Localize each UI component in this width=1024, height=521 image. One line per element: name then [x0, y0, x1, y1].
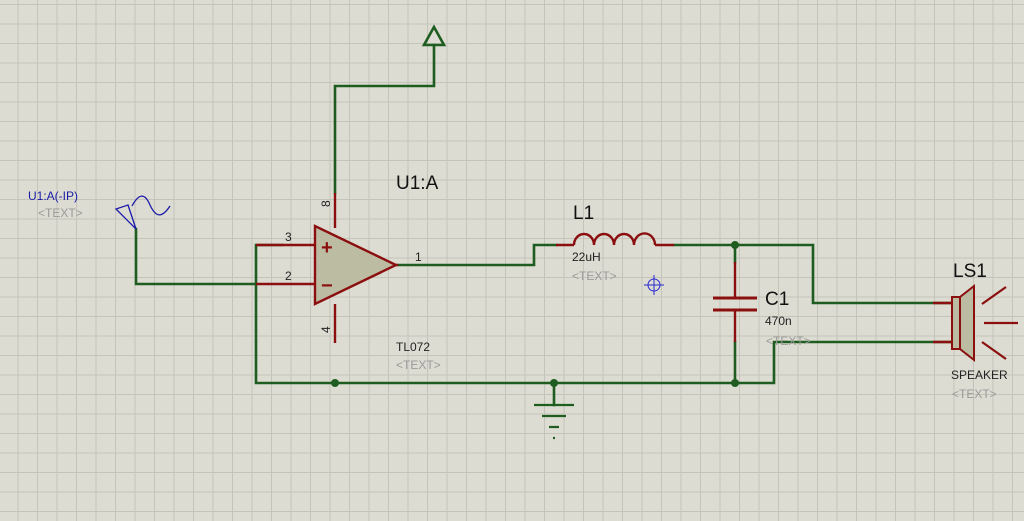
- pin-number-4: 4: [319, 326, 333, 333]
- junction-dot: [331, 379, 339, 387]
- opamp-plus-sign: +: [321, 237, 333, 259]
- wires: [134, 43, 954, 407]
- wire-output-to-inductor[interactable]: [396, 243, 558, 267]
- generator-name: U1:A(-IP): [28, 189, 78, 203]
- junction-dot: [731, 379, 739, 387]
- pin-number-2: 2: [285, 269, 292, 283]
- pin-number-1: 1: [415, 250, 422, 264]
- sound-wave-icon: [981, 286, 1018, 360]
- wire-inductor-to-speaker[interactable]: [672, 243, 954, 305]
- wire-supply-rail[interactable]: [333, 43, 436, 195]
- inductor-coil: [572, 232, 657, 246]
- sine-source-icon: [114, 195, 171, 230]
- speaker-placeholder: <TEXT>: [952, 387, 997, 401]
- wire-generator-to-pin2[interactable]: [134, 227, 258, 286]
- pin-number-3: 3: [285, 230, 292, 244]
- speaker-magnet: [951, 296, 961, 350]
- opamp-value: TL072: [396, 340, 430, 354]
- speaker-cone: [959, 283, 975, 363]
- opamp-placeholder: <TEXT>: [396, 358, 441, 372]
- generator-placeholder: <TEXT>: [38, 206, 83, 220]
- junctions: [331, 241, 739, 387]
- speaker-value: SPEAKER: [951, 368, 1008, 382]
- capacitor-placeholder: <TEXT>: [766, 334, 811, 348]
- opamp-u1a[interactable]: + − 3 2 1 8 4 U1:A TL072 <TEXT>: [256, 173, 441, 372]
- capacitor-c1[interactable]: C1 470n <TEXT>: [713, 262, 811, 348]
- opamp-minus-sign: −: [321, 275, 333, 297]
- speaker-ls1[interactable]: LS1 SPEAKER <TEXT>: [933, 261, 1018, 401]
- pin-number-8: 8: [319, 200, 333, 207]
- power-arrow-icon[interactable]: [421, 24, 447, 47]
- crosshair-cursor-icon: [644, 275, 664, 295]
- speaker-ref: LS1: [953, 261, 987, 282]
- opamp-body[interactable]: [313, 224, 399, 306]
- inductor-l1[interactable]: L1 22uH <TEXT>: [556, 203, 674, 283]
- junction-dot: [731, 241, 739, 249]
- capacitor-ref: C1: [765, 289, 789, 310]
- inductor-ref: L1: [573, 203, 594, 224]
- capacitor-value: 470n: [765, 314, 792, 328]
- ground-icon[interactable]: [534, 403, 574, 440]
- junction-dot: [550, 379, 558, 387]
- opamp-ref: U1:A: [396, 173, 439, 194]
- inductor-placeholder: <TEXT>: [572, 269, 617, 283]
- inductor-value: 22uH: [572, 250, 601, 264]
- signal-generator[interactable]: U1:A(-IP) <TEXT>: [28, 189, 171, 230]
